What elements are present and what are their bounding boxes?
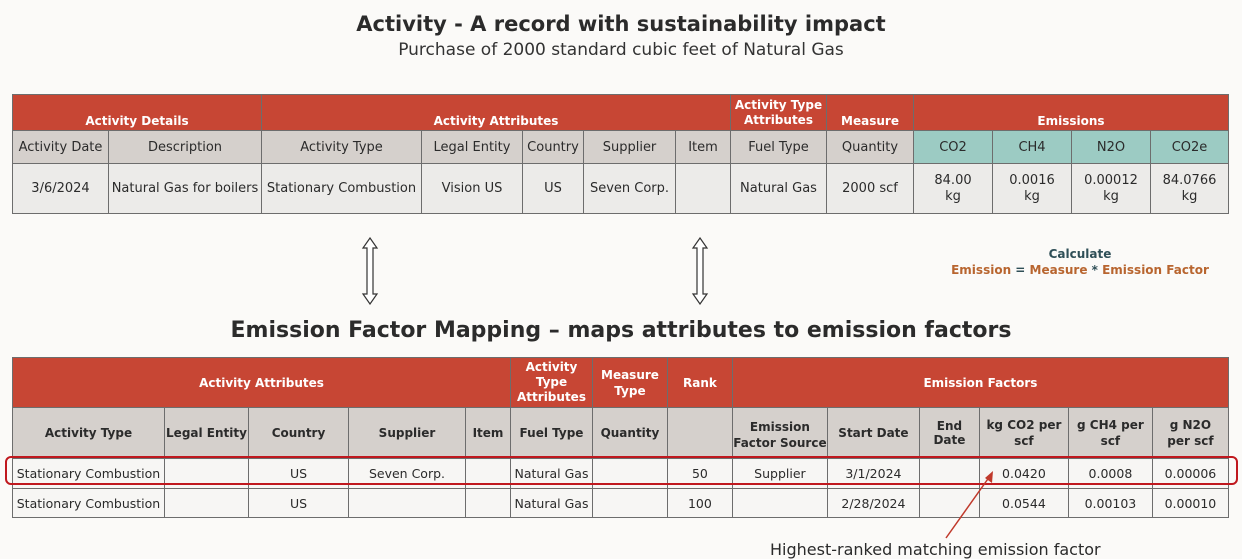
table-row: Stationary Combustion US Natural Gas 100… (12, 488, 1229, 518)
calculate-title: Calculate (1048, 247, 1112, 261)
column-header: Description (108, 130, 262, 164)
table-cell: 0.00010 (1151, 488, 1229, 518)
column-header-n2o: N2O (1071, 130, 1151, 164)
column-header: Item (675, 130, 731, 164)
table-cell: 0.00012 kg (1071, 163, 1151, 214)
table-cell (675, 163, 731, 214)
table-cell: Natural Gas (730, 163, 827, 214)
emission-factor-mapping-table: Activity Attributes Activity Type Attrib… (12, 357, 1229, 518)
column-header: Quantity (592, 407, 668, 459)
group-activity-details: Activity Details (12, 94, 262, 131)
table-cell: 2/28/2024 (826, 488, 920, 518)
table-cell: 0.0544 (978, 488, 1069, 518)
table-cell (465, 488, 511, 518)
group-emissions: Emissions (913, 94, 1229, 131)
group-emission-factors: Emission Factors (731, 357, 1229, 408)
table-cell: 0.0016 kg (992, 163, 1072, 214)
table-cell: 2000 scf (826, 163, 914, 214)
table-cell: 100 (666, 488, 733, 518)
column-header-co2e: CO2e (1150, 130, 1229, 164)
measure-term: Measure (1029, 263, 1088, 277)
highest-ranked-note: Highest-ranked matching emission factor (770, 540, 1101, 559)
activity-table: Activity Details Activity Attributes Act… (12, 94, 1229, 214)
table-cell: 84.00 kg (913, 163, 993, 214)
group-activity-type-attributes: Activity Type Attributes (730, 94, 827, 131)
column-header: Legal Entity (421, 130, 523, 164)
column-header: g CH4 per scf (1067, 407, 1153, 459)
table-cell: Vision US (421, 163, 523, 214)
activity-title: Activity - A record with sustainability … (356, 12, 886, 36)
column-header: End Date (918, 407, 980, 459)
column-header-co2: CO2 (913, 130, 993, 164)
group-activity-attributes: Activity Attributes (261, 94, 731, 131)
column-header: Activity Date (12, 130, 109, 164)
column-header: Start Date (826, 407, 920, 459)
calculate-equation: Emission = Measure * Emission Factor (900, 263, 1242, 277)
table-cell (348, 488, 466, 518)
column-header: Emission Factor Source (731, 407, 828, 459)
table-cell: Natural Gas for boilers (108, 163, 262, 214)
column-header: Fuel Type (730, 130, 827, 164)
table-cell: Stationary Combustion (261, 163, 422, 214)
mapping-title: Emission Factor Mapping – maps attribute… (230, 318, 1012, 343)
column-header: Activity Type (12, 407, 165, 459)
pointer-arrow-icon (945, 471, 993, 539)
column-header: Country (248, 407, 349, 459)
column-header: kg CO2 per scf (978, 407, 1069, 459)
table-cell (164, 488, 249, 518)
table-cell (592, 488, 668, 518)
double-arrow-icon (691, 237, 709, 305)
column-header (666, 407, 733, 459)
column-header: Activity Type (261, 130, 422, 164)
highlight-outline (5, 456, 1238, 485)
group-activity-type-attributes: Activity Type Attributes (510, 357, 593, 408)
column-header: Quantity (826, 130, 914, 164)
emission-term: Emission (951, 263, 1012, 277)
column-header: Supplier (348, 407, 466, 459)
column-header: Country (522, 130, 584, 164)
table-cell: US (522, 163, 584, 214)
times-sign: * (1087, 263, 1103, 277)
table-cell: 3/6/2024 (12, 163, 109, 214)
column-header: Item (465, 407, 511, 459)
table-cell: Seven Corp. (583, 163, 676, 214)
group-measure: Measure (826, 94, 914, 131)
group-activity-attributes: Activity Attributes (12, 357, 511, 408)
activity-subtitle: Purchase of 2000 standard cubic feet of … (398, 40, 844, 60)
column-header: g N2O per scf (1151, 407, 1229, 459)
equals-sign: = (1011, 263, 1030, 277)
column-header: Fuel Type (510, 407, 593, 459)
table-cell: Natural Gas (510, 488, 593, 518)
table-cell: 84.0766 kg (1150, 163, 1229, 214)
double-arrow-icon (361, 237, 379, 305)
column-header: Legal Entity (164, 407, 249, 459)
table-cell: US (248, 488, 349, 518)
table-cell: 0.00103 (1067, 488, 1153, 518)
emission-factor-term: Emission Factor (1102, 263, 1209, 277)
table-cell (918, 488, 980, 518)
column-header: Supplier (583, 130, 676, 164)
table-cell (731, 488, 828, 518)
group-measure-type: Measure Type (592, 357, 668, 408)
group-rank: Rank (666, 357, 733, 408)
table-cell: Stationary Combustion (12, 488, 165, 518)
column-header-ch4: CH4 (992, 130, 1072, 164)
